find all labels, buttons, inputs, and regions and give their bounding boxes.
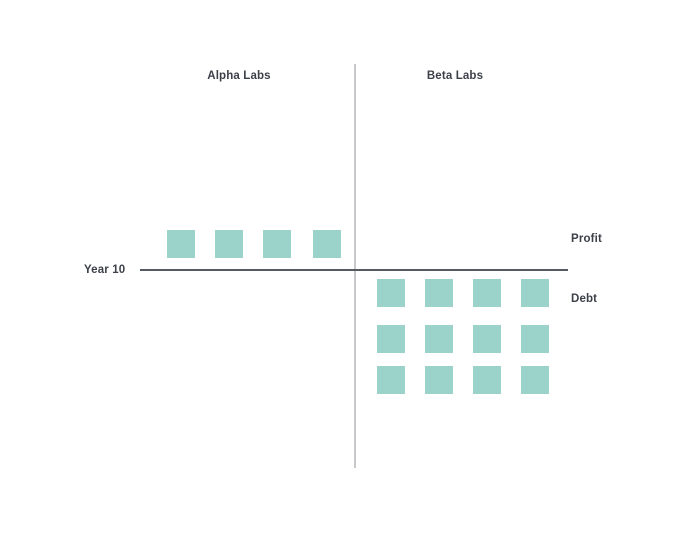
debt-unit-12 [521,366,549,394]
debt-unit-6 [425,325,453,353]
debt-unit-9 [377,366,405,394]
debt-unit-10 [425,366,453,394]
debt-unit-7 [473,325,501,353]
profit-unit-4 [313,230,341,258]
profit-unit-2 [215,230,243,258]
column-header-beta-labs: Beta Labs [426,70,484,82]
category-divider-line [354,64,356,468]
profit-unit-1 [167,230,195,258]
debt-unit-3 [473,279,501,307]
debt-unit-11 [473,366,501,394]
axis-label-profit: Profit [571,233,602,245]
column-header-alpha-labs: Alpha Labs [207,70,271,82]
profit-unit-3 [263,230,291,258]
baseline-label-year: Year 10 [84,264,126,276]
baseline-axis-line [140,269,568,271]
debt-unit-4 [521,279,549,307]
debt-unit-5 [377,325,405,353]
debt-unit-1 [377,279,405,307]
axis-label-debt: Debt [571,293,598,305]
debt-unit-2 [425,279,453,307]
debt-unit-8 [521,325,549,353]
